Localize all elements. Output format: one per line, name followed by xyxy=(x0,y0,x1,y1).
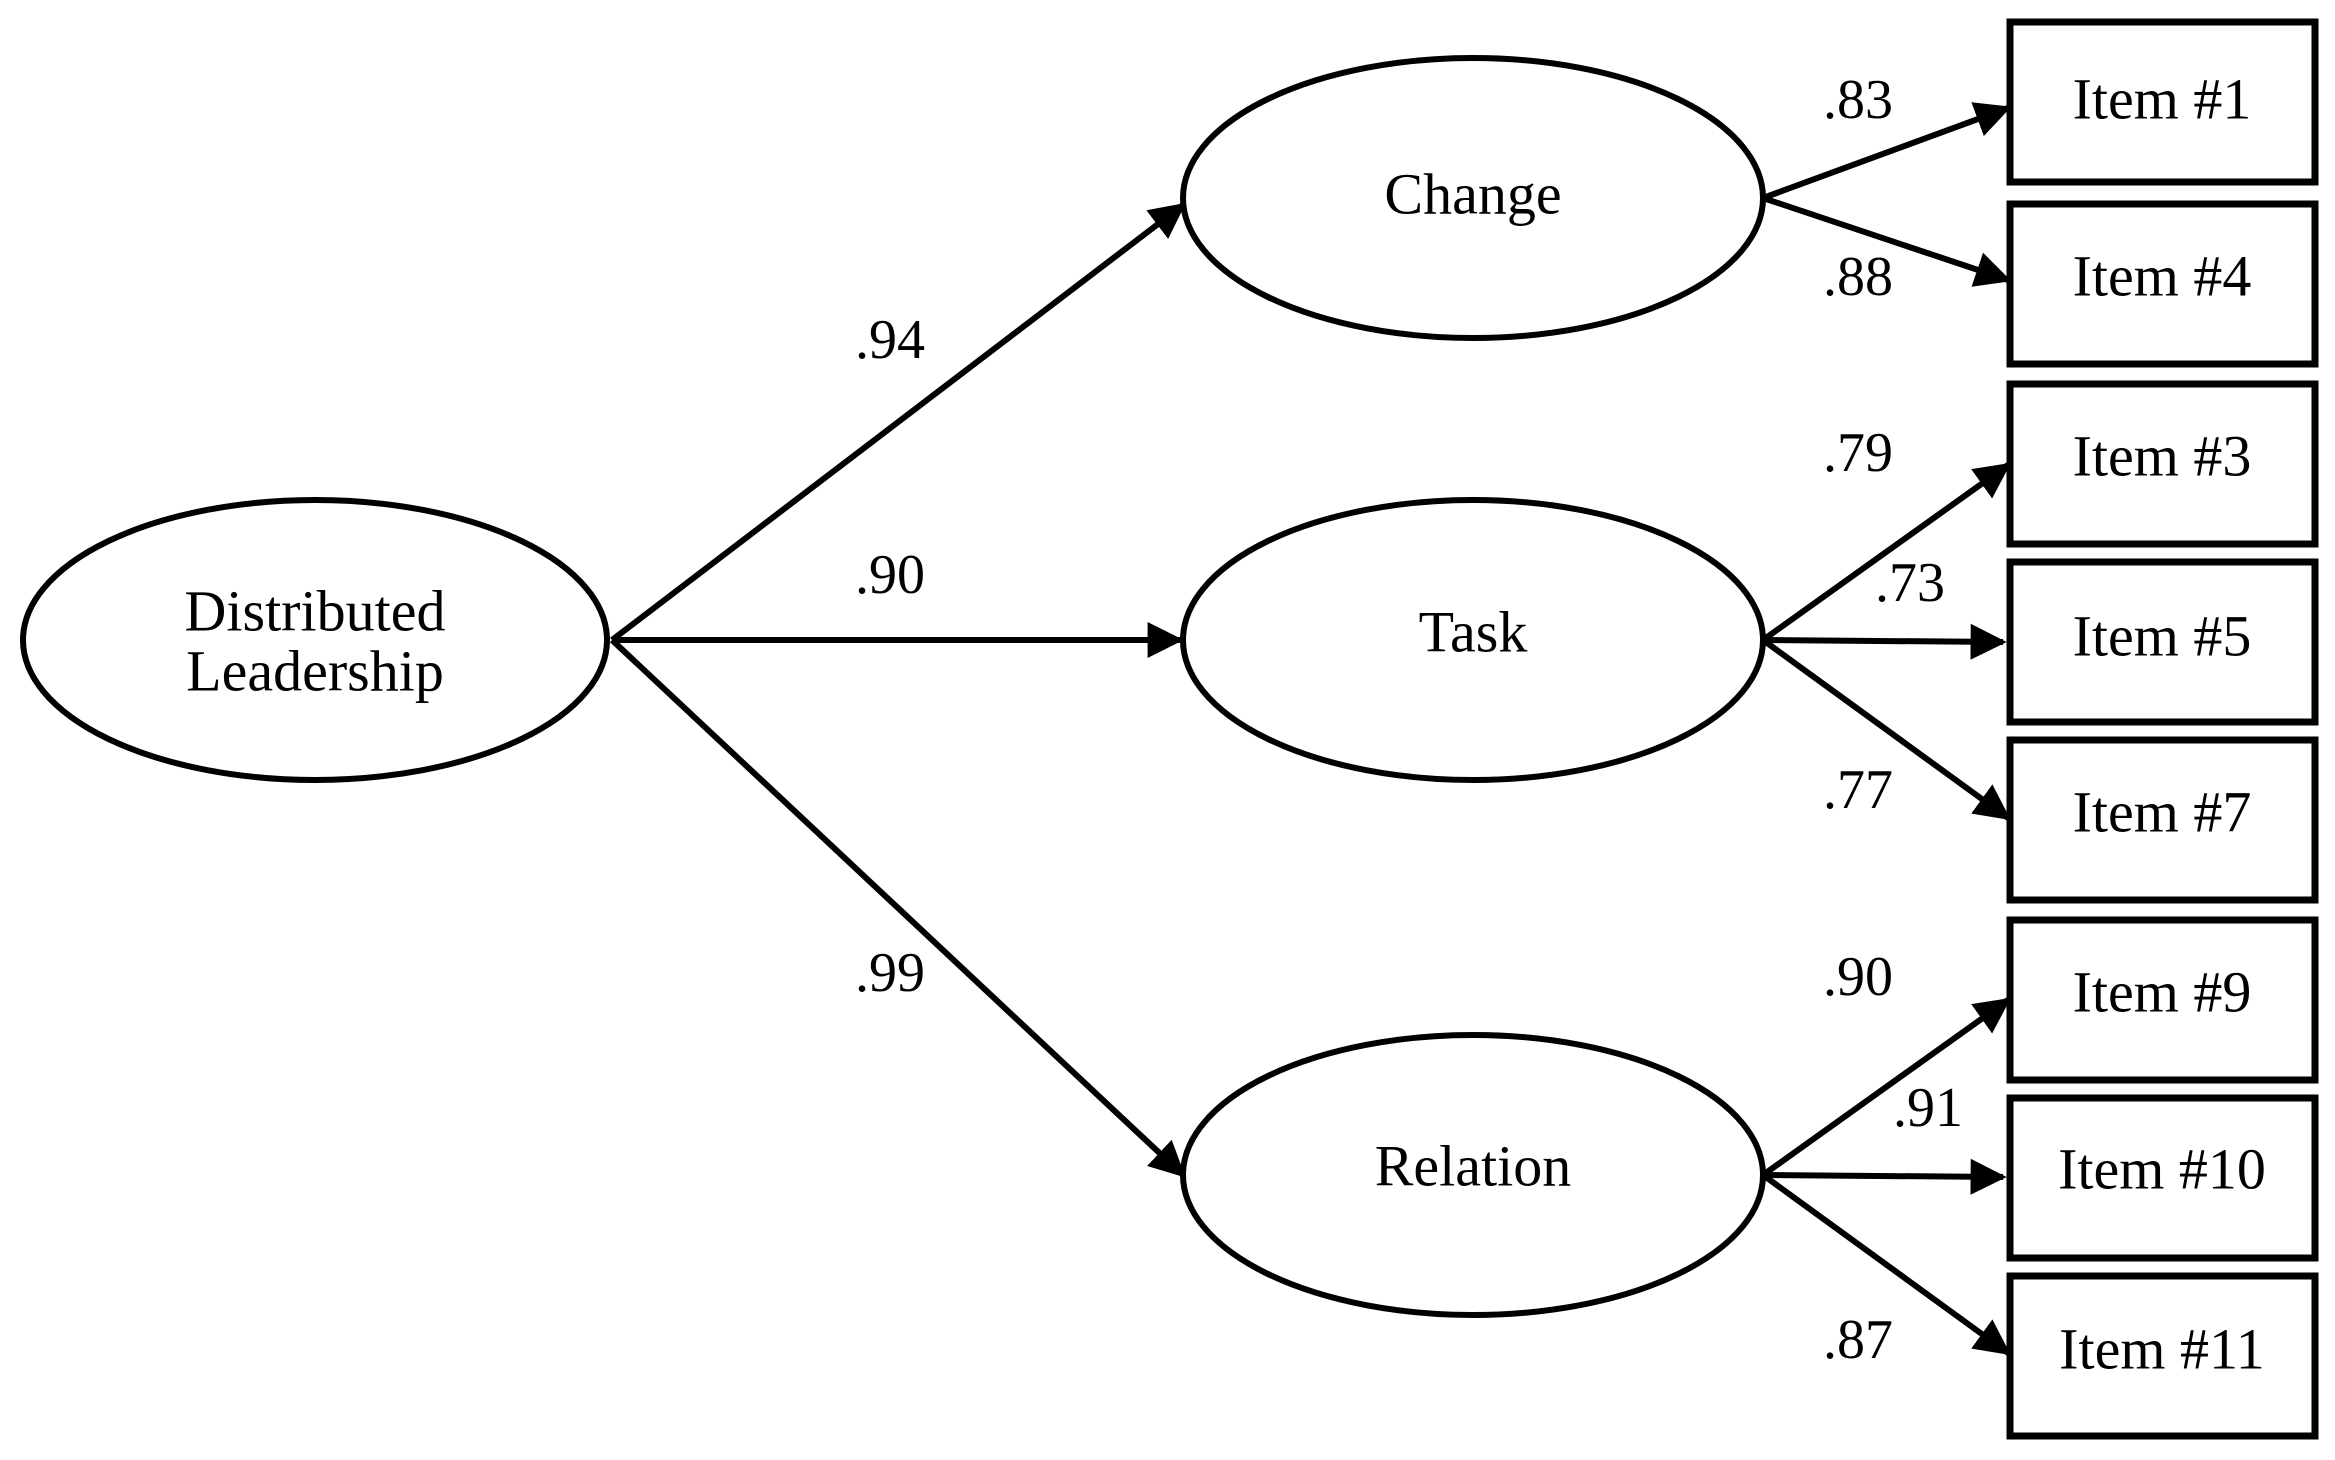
node-task: Task xyxy=(1180,497,1766,783)
node-change-label: Change xyxy=(1384,161,1561,226)
node-change: Change xyxy=(1180,55,1766,341)
arrow-relation-to-item9 xyxy=(1761,997,2011,1178)
arrow-change-to-item1 xyxy=(1761,102,2012,201)
item-box-5: Item #5 xyxy=(2006,558,2319,726)
item-label: Item #9 xyxy=(2073,959,2252,1024)
item-box-7: Item #7 xyxy=(2006,736,2319,904)
arrow-task-to-item7 xyxy=(1761,637,2011,821)
coef-change-item4: .88 xyxy=(1823,246,1893,308)
item-label: Item #3 xyxy=(2073,423,2252,488)
coef-dl-change: .94 xyxy=(855,309,925,371)
coef-task-item5: .73 xyxy=(1875,552,1945,614)
item-label: Item #1 xyxy=(2073,66,2252,131)
coef-task-item7: .77 xyxy=(1823,759,1893,821)
item-label: Item #7 xyxy=(2073,779,2252,844)
item-label: Item #11 xyxy=(2059,1316,2265,1381)
item-box-10: Item #10 xyxy=(2006,1094,2319,1262)
node-relation-label: Relation xyxy=(1375,1133,1572,1198)
arrow-change-to-item4 xyxy=(1762,195,2012,287)
node-distributed-leadership-line1: Distributed xyxy=(185,578,446,643)
node-distributed-leadership: Distributed Leadership xyxy=(20,497,610,783)
node-task-label: Task xyxy=(1419,599,1528,664)
arrow-dl-to-relation xyxy=(609,637,1186,1178)
coef-change-item1: .83 xyxy=(1823,69,1893,131)
node-relation: Relation xyxy=(1180,1032,1766,1318)
arrow-task-to-item5 xyxy=(1762,623,2007,660)
arrow-relation-to-item10 xyxy=(1762,1158,2007,1195)
coef-dl-task: .90 xyxy=(855,544,925,606)
coef-dl-relation: .99 xyxy=(855,942,925,1004)
item-label: Item #4 xyxy=(2073,243,2252,308)
arrow-task-to-item3 xyxy=(1761,462,2011,643)
coef-task-item3: .79 xyxy=(1823,422,1893,484)
item-box-3: Item #3 xyxy=(2006,380,2319,548)
node-distributed-leadership-line2: Leadership xyxy=(186,638,444,703)
coef-relation-item9: .90 xyxy=(1823,946,1893,1008)
coef-relation-item10: .91 xyxy=(1893,1077,1963,1139)
item-box-9: Item #9 xyxy=(2006,916,2319,1084)
arrow-relation-to-item11 xyxy=(1761,1172,2011,1356)
item-box-4: Item #4 xyxy=(2006,200,2319,368)
coef-relation-item11: .87 xyxy=(1823,1309,1893,1371)
item-label: Item #5 xyxy=(2073,603,2252,668)
arrow-dl-to-change xyxy=(610,202,1186,643)
item-label: Item #10 xyxy=(2058,1136,2266,1201)
item-box-11: Item #11 xyxy=(2006,1272,2319,1440)
item-box-1: Item #1 xyxy=(2006,18,2319,186)
